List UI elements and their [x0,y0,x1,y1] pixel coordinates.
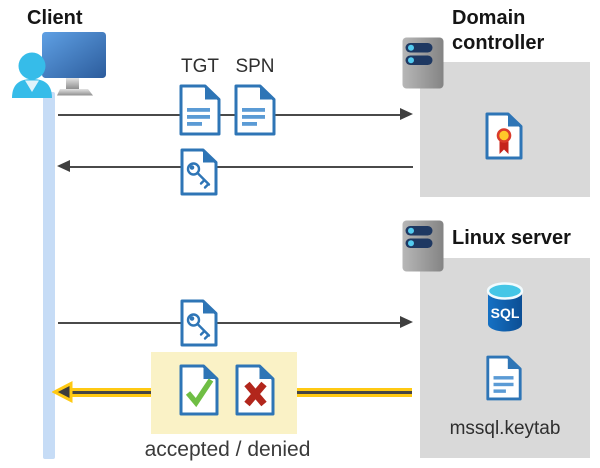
sql-text: SQL [491,305,520,321]
tgt-label: TGT [181,56,219,77]
service-request-arrow-line [58,322,402,324]
accepted-document-icon [179,364,219,416]
linux-server-icon [402,220,444,272]
client-timeline-bar [43,92,55,459]
domain-controller-server-icon [402,37,444,89]
response-arrowhead-left [52,381,73,403]
spn-label: SPN [235,56,275,77]
key-document-icon-2 [180,299,218,347]
result-label: accepted / denied [144,438,311,461]
seal-circle [496,128,512,143]
monitor-base [57,89,93,96]
request-arrowhead-right [400,108,413,120]
certificate-document-icon [485,112,523,160]
ticket-return-arrowhead-left [57,160,70,172]
service-request-arrowhead-right [400,316,413,328]
seal-ribbon [499,140,509,154]
client-node-label: Client [27,7,83,29]
tgt-document-icon [179,84,221,136]
monitor-stand [66,78,79,89]
check-mark [185,378,214,408]
linux-server-label: Linux server [452,227,571,249]
client-device-icon [12,32,106,98]
person-head [18,52,46,80]
key-document-icon [180,148,218,196]
ticket-return-arrow-line [68,166,413,168]
person-collar [25,80,39,92]
request-arrow-line [58,114,402,116]
monitor-icon [42,32,106,78]
domain-controller-label: Domain controller [452,7,545,54]
sql-database-icon: SQL [486,282,524,332]
keytab-filename-label: mssql.keytab [449,418,561,439]
spn-document-icon [234,84,276,136]
x-mark [244,381,267,407]
denied-document-icon [235,364,275,416]
keytab-document-icon [486,355,522,401]
